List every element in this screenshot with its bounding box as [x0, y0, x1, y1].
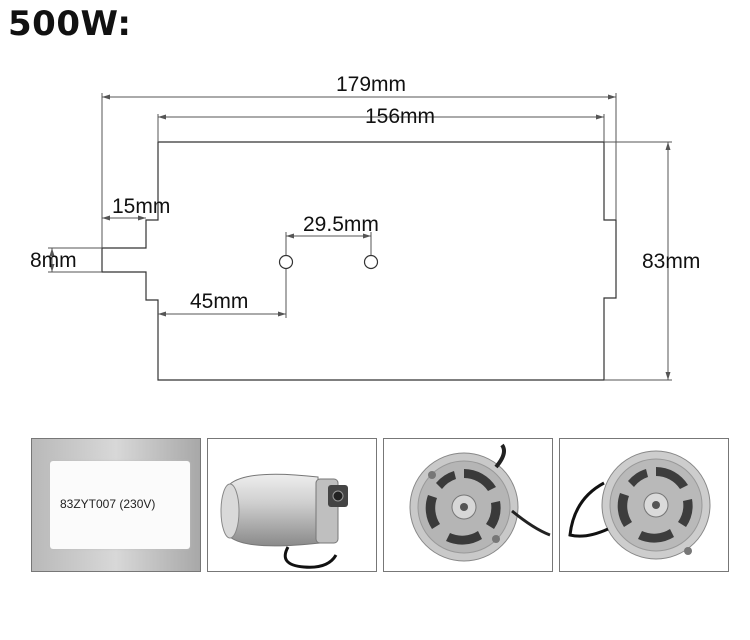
photo-motor-angled — [559, 438, 729, 572]
dim-tab-height: 8mm — [30, 249, 77, 272]
dim-body-width: 156mm — [365, 105, 435, 128]
dimension-drawing: 179mm 156mm 15mm 29.5mm 8mm 45mm 83mm — [30, 73, 700, 381]
model-sticker: 83ZYT007 (230V) — [50, 461, 190, 549]
plate-outline — [101, 141, 617, 381]
mounting-hole-right — [363, 254, 379, 270]
page-title: 500W: — [8, 4, 132, 44]
mounting-hole-left — [278, 254, 294, 270]
photo-motor-side — [207, 438, 377, 572]
dim-hole-spacing: 29.5mm — [303, 213, 379, 236]
model-label-text: 83ZYT007 (230V) — [60, 497, 156, 511]
dim-hole-offset: 45mm — [190, 290, 248, 313]
photo-motor-front — [383, 438, 553, 572]
dim-height: 83mm — [642, 250, 700, 273]
dim-overall-width: 179mm — [336, 73, 406, 96]
dim-step-width: 15mm — [112, 195, 170, 218]
photo-model-label: 83ZYT007 (230V) — [31, 438, 201, 572]
